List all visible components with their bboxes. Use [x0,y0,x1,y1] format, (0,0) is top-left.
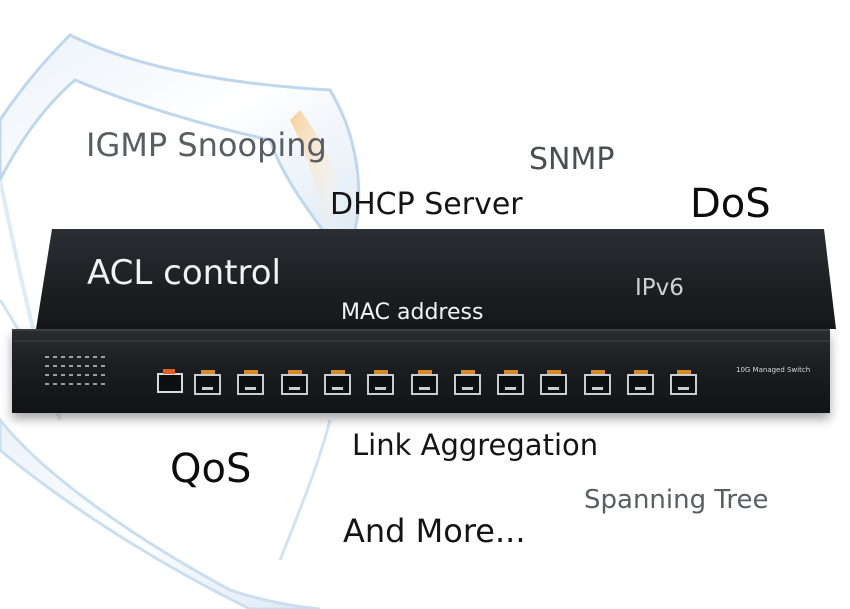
status-led [45,356,49,358]
feature-igmp-snooping: IGMP Snooping [86,126,327,164]
sfp-port-icon [237,370,265,395]
status-led [85,383,89,385]
status-led [69,365,73,367]
sfp-port-icon [453,370,481,395]
status-led [69,383,73,385]
status-led [93,365,97,367]
status-led [101,365,105,367]
status-led [85,374,89,376]
status-led [53,356,57,358]
feature-acl-control: ACL control [87,253,282,293]
feature-dos: DoS [690,181,771,227]
status-led-icon [45,356,115,396]
status-led [69,374,73,376]
sfp-port-icon [194,370,221,395]
status-led [93,356,97,358]
status-led [77,356,81,358]
status-led [53,383,57,385]
console-port-icon [157,369,183,393]
status-led [45,365,49,367]
sfp-port-icon [583,370,611,395]
status-led [45,374,49,376]
status-led [69,356,73,358]
status-led [93,374,97,376]
status-led [61,383,65,385]
status-led [101,374,105,376]
status-led [53,374,57,376]
sfp-port-icon [497,370,525,395]
feature-and-more: And More... [343,512,526,550]
status-led [77,365,81,367]
feature-dhcp-server: DHCP Server [330,187,523,222]
feature-spanning-tree: Spanning Tree [584,485,769,515]
status-led [61,365,65,367]
feature-snmp: SNMP [529,142,615,177]
status-led [85,365,89,367]
status-led [101,356,105,358]
switch-top-panel [36,229,836,329]
status-led [45,383,49,385]
status-led [61,374,65,376]
sfp-port-icon [670,370,698,395]
status-led [85,356,89,358]
switch-bezel-line [14,340,830,342]
status-led [53,365,57,367]
status-led [101,383,105,385]
status-led [93,383,97,385]
status-led [61,356,65,358]
feature-qos: QoS [170,446,252,492]
feature-mac-address: MAC address [341,300,484,325]
status-led [77,383,81,385]
feature-ipv6: IPv6 [635,275,684,301]
sfp-port-icon [280,370,308,395]
feature-link-aggregation: Link Aggregation [352,428,599,462]
sfp-port-icon [367,370,395,395]
sfp-port-icon [410,370,438,395]
model-label: 10G Managed Switch [736,366,811,374]
sfp-port-icon [540,370,568,395]
sfp-port-icon [323,370,351,395]
status-led [77,374,81,376]
sfp-port-icon [627,370,654,395]
